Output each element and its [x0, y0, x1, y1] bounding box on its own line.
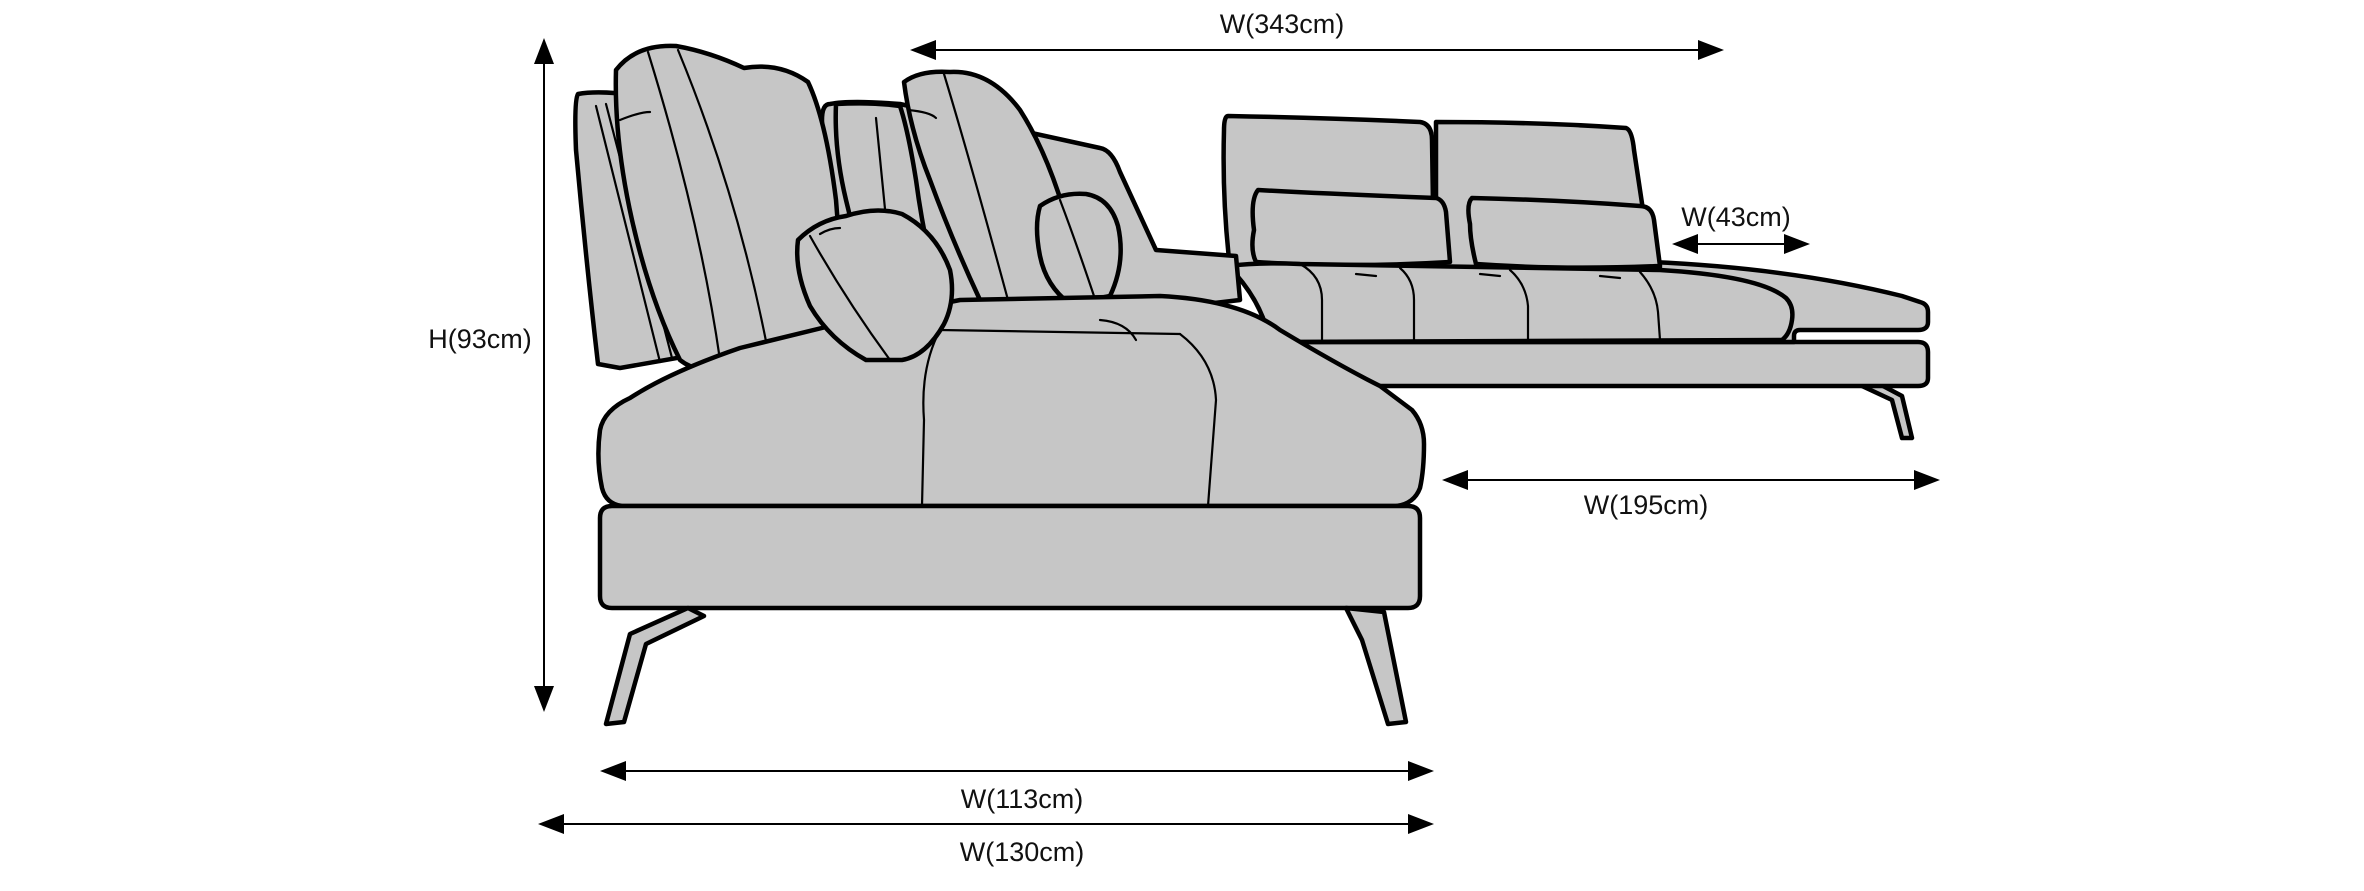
chaise-base: [597, 503, 1423, 611]
chaise-back-cushion: [613, 43, 849, 371]
chaise-seat-cushion: [596, 293, 1427, 509]
chaise-leg-left: [603, 605, 707, 727]
chaise-total-width-dimension: W(130cm): [538, 814, 1434, 867]
chaise-total-width-label: W(130cm): [960, 837, 1085, 867]
height-dimension: H(93cm): [428, 38, 554, 712]
chaise-seat-width-dimension: W(113cm): [600, 761, 1434, 814]
sofa-open-width-dimension: W(195cm): [1442, 470, 1940, 520]
chaise-leg-right: [1343, 605, 1409, 727]
height-label: H(93cm): [428, 324, 532, 354]
total-width-label: W(343cm): [1220, 9, 1345, 39]
armrest-width-label: W(43cm): [1681, 202, 1791, 232]
right-throw-pillow-left: [1250, 187, 1453, 268]
dimension-lines: W(343cm) H(93cm) W(43cm) W(195cm): [428, 9, 1940, 867]
sofa-drawing: [573, 43, 1931, 727]
chaise-seat-width-label: W(113cm): [961, 784, 1084, 814]
total-width-dimension: W(343cm): [910, 9, 1724, 60]
right-sofa-base: [1277, 339, 1931, 389]
armrest-width-dimension: W(43cm): [1672, 202, 1810, 254]
chaise-round-bolster: [794, 208, 955, 363]
right-throw-pillow-right: [1466, 195, 1663, 270]
sofa-open-width-label: W(195cm): [1584, 490, 1709, 520]
